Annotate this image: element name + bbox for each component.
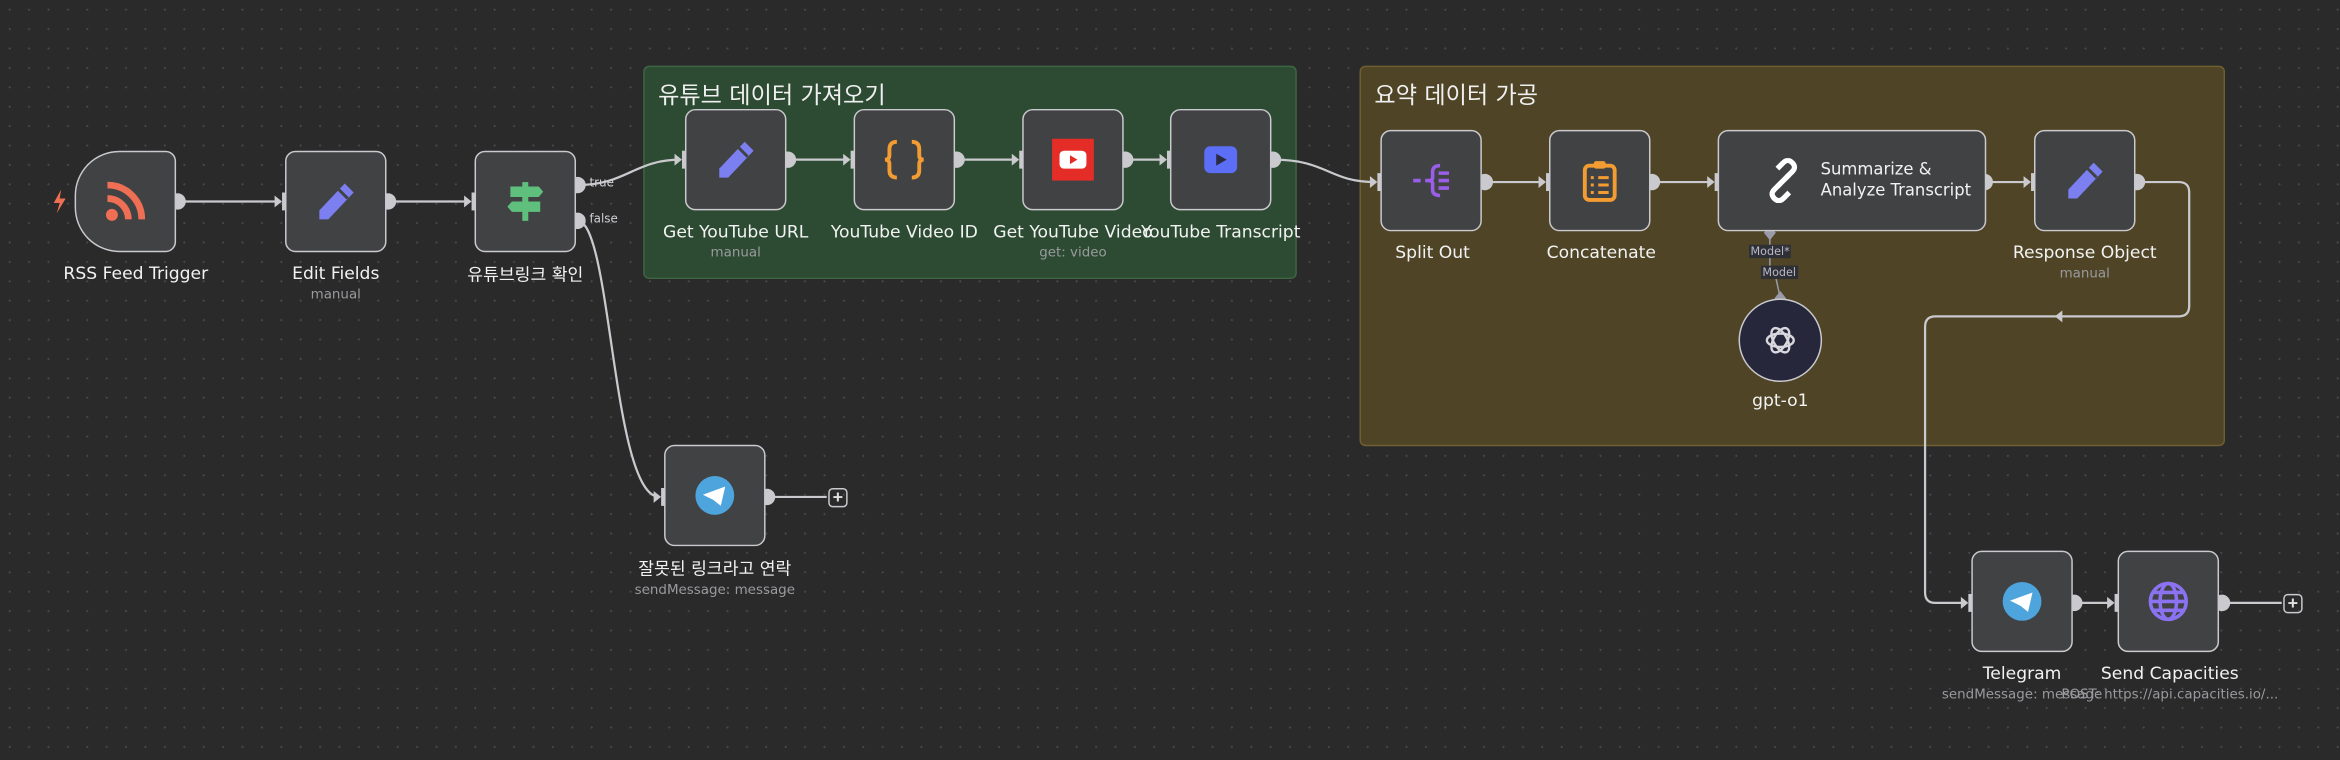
add-node-button[interactable]: + [828, 488, 848, 508]
node-edit-fields[interactable] [285, 150, 387, 253]
pencil-icon [319, 183, 354, 220]
group-title: 유튜브 데이터 가져오기 [658, 82, 886, 109]
node-label: RSS Feed Trigger [63, 262, 209, 284]
node-label: gpt-o1 [1752, 389, 1809, 411]
node-youtube-video-id[interactable] [853, 108, 956, 211]
node-label: Send Capacities [2100, 662, 2239, 684]
node-subtitle: manual [710, 246, 761, 262]
pencil-icon [2068, 162, 2103, 199]
clipboard-icon [1582, 161, 1617, 202]
output-label-false: false [589, 211, 618, 226]
model-port-label: Model* [1748, 244, 1792, 259]
node-telegram-bad-link[interactable] [664, 444, 766, 547]
node-youtube-transcript[interactable] [1169, 108, 1272, 211]
play-icon [1204, 146, 1238, 174]
node-subtitle: manual [2059, 267, 2110, 283]
model-port-label: Model [1760, 265, 1798, 280]
rss-icon [105, 181, 146, 221]
chain-link-icon [1769, 158, 1798, 203]
node-rss-feed-trigger[interactable] [74, 150, 177, 253]
node-label: Edit Fields [292, 262, 380, 284]
node-label: Telegram [1982, 662, 2062, 684]
node-label: Response Object [2012, 241, 2157, 263]
trigger-bolt-icon [53, 189, 66, 214]
node-label: Split Out [1395, 241, 1470, 263]
node-label: YouTube Video ID [830, 220, 978, 242]
pencil-icon [719, 141, 754, 178]
node-label: Get YouTube Video [993, 220, 1153, 242]
sticky-group-summary-process[interactable]: 요약 데이터 가공 [1359, 65, 2226, 447]
telegram-icon [695, 476, 735, 515]
youtube-icon [1052, 138, 1094, 181]
node-concatenate[interactable] [1549, 129, 1651, 232]
node-subtitle: sendMessage: message [1941, 687, 2103, 703]
node-subtitle: get: video [1039, 246, 1107, 262]
node-if-youtube-link-check[interactable] [474, 150, 577, 253]
node-response-object[interactable] [2034, 129, 2136, 232]
node-label: Concatenate [1546, 241, 1656, 263]
split-icon [1413, 163, 1450, 198]
node-get-youtube-video[interactable] [1022, 108, 1124, 211]
telegram-icon [2002, 581, 2042, 621]
node-label: 잘못된 링크라고 연락 [638, 558, 792, 580]
node-split-out[interactable] [1380, 129, 1482, 232]
node-summarize-analyze-transcript[interactable]: Summarize &Analyze Transcript [1717, 129, 1987, 232]
node-gpt-o1[interactable] [1738, 298, 1823, 383]
node-get-youtube-url[interactable] [684, 108, 787, 211]
openai-icon [1765, 326, 1795, 354]
node-subtitle: POST: https://api.capacities.io/... [2061, 687, 2279, 703]
node-label: YouTube Transcript [1140, 220, 1301, 242]
node-send-capacities[interactable] [2117, 550, 2220, 653]
output-label-true: true [589, 176, 614, 190]
globe-icon [2148, 581, 2189, 622]
node-subtitle: sendMessage: message [634, 583, 795, 599]
node-label: 유튜브링크 확인 [467, 264, 584, 286]
signpost-icon [507, 182, 544, 221]
node-subtitle: manual [310, 288, 361, 303]
node-label: Get YouTube URL [663, 220, 809, 242]
group-title: 요약 데이터 가공 [1374, 82, 1539, 109]
code-braces-icon [884, 139, 924, 180]
node-telegram[interactable] [1971, 550, 2073, 653]
node-title: Summarize &Analyze Transcript [1820, 159, 1972, 200]
add-node-button[interactable]: + [2283, 594, 2303, 614]
